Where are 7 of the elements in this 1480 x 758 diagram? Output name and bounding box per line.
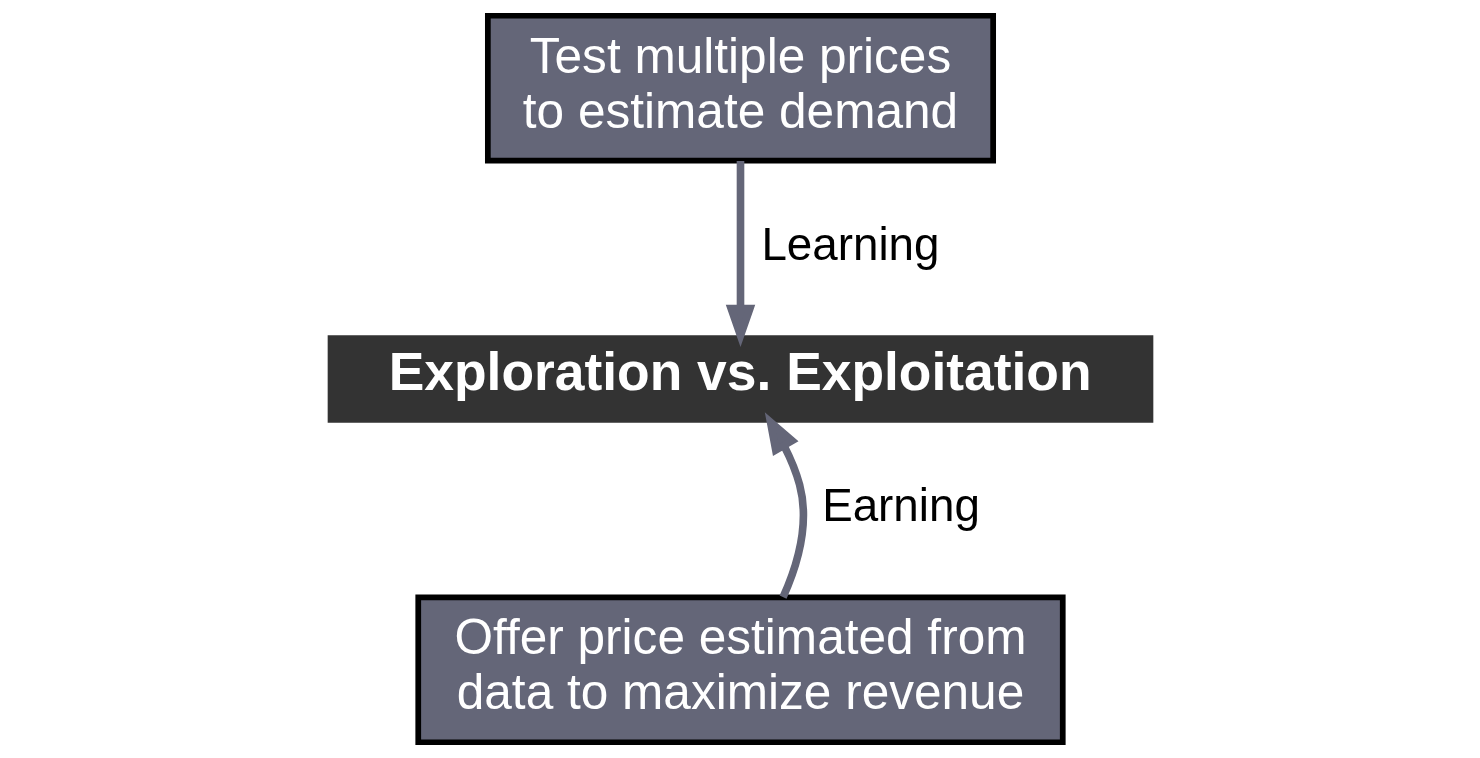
edge-label: Earning <box>821 480 980 532</box>
node-box: Test multiple prices to estimate demand <box>484 12 996 164</box>
node-box: Exploration vs. Exploitation <box>327 335 1153 423</box>
node-box: Offer price estimated from data to maximize revenue <box>414 594 1066 746</box>
arrow <box>764 412 807 599</box>
edge-label: Learning <box>760 219 939 271</box>
arrow <box>725 161 755 347</box>
